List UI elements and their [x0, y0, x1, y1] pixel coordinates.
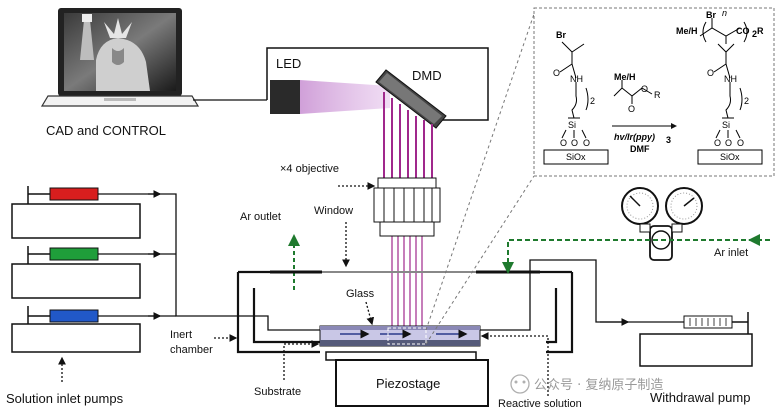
- svg-text:O: O: [714, 138, 721, 148]
- objective-lens: [373, 177, 441, 237]
- inlet-pumps-label: Solution inlet pumps: [6, 391, 124, 406]
- svg-text:Me/H: Me/H: [676, 26, 698, 36]
- window-label: Window: [314, 205, 353, 217]
- svg-text:2: 2: [752, 29, 757, 39]
- svg-text:SiOx: SiOx: [720, 152, 740, 162]
- svg-text:R: R: [654, 90, 661, 100]
- svg-text:O: O: [583, 138, 590, 148]
- svg-text:Br: Br: [706, 10, 716, 20]
- watermark: 公众号 · 复纳原子制造: [510, 374, 663, 394]
- optics-housing: [266, 47, 489, 121]
- svg-text:hv/Ir(ppy): hv/Ir(ppy): [614, 132, 655, 142]
- syringe-pump-blue: [11, 306, 141, 353]
- svg-text:NH: NH: [724, 74, 737, 84]
- led-beam: [300, 80, 390, 114]
- syringe-pump-red: [11, 186, 141, 239]
- svg-text:O: O: [553, 68, 560, 78]
- withdrawal-label: Withdrawal pump: [650, 390, 750, 405]
- svg-text:O: O: [725, 138, 732, 148]
- led-source: [270, 80, 300, 114]
- reactive-label: Reactive solution: [498, 398, 582, 410]
- cad-label: CAD and CONTROL: [46, 123, 166, 138]
- svg-text:Br: Br: [556, 30, 566, 40]
- ar-inlet-line: [507, 239, 770, 272]
- svg-text:R: R: [757, 26, 764, 36]
- substrate-label: Substrate: [254, 386, 301, 398]
- chamber-label: chamber: [170, 344, 213, 356]
- objective-label: ×4 objective: [280, 163, 339, 175]
- syringe-pump-green: [11, 246, 141, 299]
- led-label: LED: [276, 56, 301, 71]
- svg-text:DMF: DMF: [630, 144, 650, 154]
- light-beams: [383, 92, 433, 178]
- svg-text:2: 2: [744, 96, 749, 106]
- focused-beams: [391, 234, 423, 338]
- svg-text:Me/H: Me/H: [614, 72, 636, 82]
- svg-text:公众号 · 复纳原子制造: 公众号 · 复纳原子制造: [534, 378, 663, 393]
- svg-text:O: O: [641, 84, 648, 94]
- svg-text:O: O: [560, 138, 567, 148]
- flow-cell: [319, 325, 481, 347]
- svg-text:n: n: [722, 8, 727, 18]
- svg-text:O: O: [571, 138, 578, 148]
- glass-label: Glass: [346, 288, 375, 300]
- laptop-icon: [40, 8, 200, 107]
- svg-text:O: O: [628, 104, 635, 114]
- svg-text:Si: Si: [722, 120, 730, 130]
- chemistry-inset: Br O NH 2 Si O O O SiOx Me/H O O R hv/Ir…: [533, 7, 775, 177]
- gauge-icon: [621, 187, 703, 261]
- svg-text:2: 2: [590, 96, 595, 106]
- svg-text:Si: Si: [568, 120, 576, 130]
- svg-text:CO: CO: [736, 26, 750, 36]
- inlet-arrows: [148, 190, 162, 320]
- ar-outlet-label: Ar outlet: [240, 211, 281, 223]
- withdrawal-pump: [639, 312, 753, 367]
- dmd-label: DMD: [412, 68, 442, 83]
- inert-label: Inert: [170, 329, 192, 341]
- ar-inlet-label: Ar inlet: [714, 247, 748, 259]
- svg-text:O: O: [737, 138, 744, 148]
- piezostage-label: Piezostage: [376, 376, 440, 391]
- svg-text:O: O: [707, 68, 714, 78]
- piezostage: [325, 351, 489, 407]
- svg-text:SiOx: SiOx: [566, 152, 586, 162]
- inert-chamber: [236, 270, 574, 354]
- svg-text:3: 3: [666, 135, 671, 145]
- svg-text:NH: NH: [570, 74, 583, 84]
- dmd-mirror: [375, 69, 447, 129]
